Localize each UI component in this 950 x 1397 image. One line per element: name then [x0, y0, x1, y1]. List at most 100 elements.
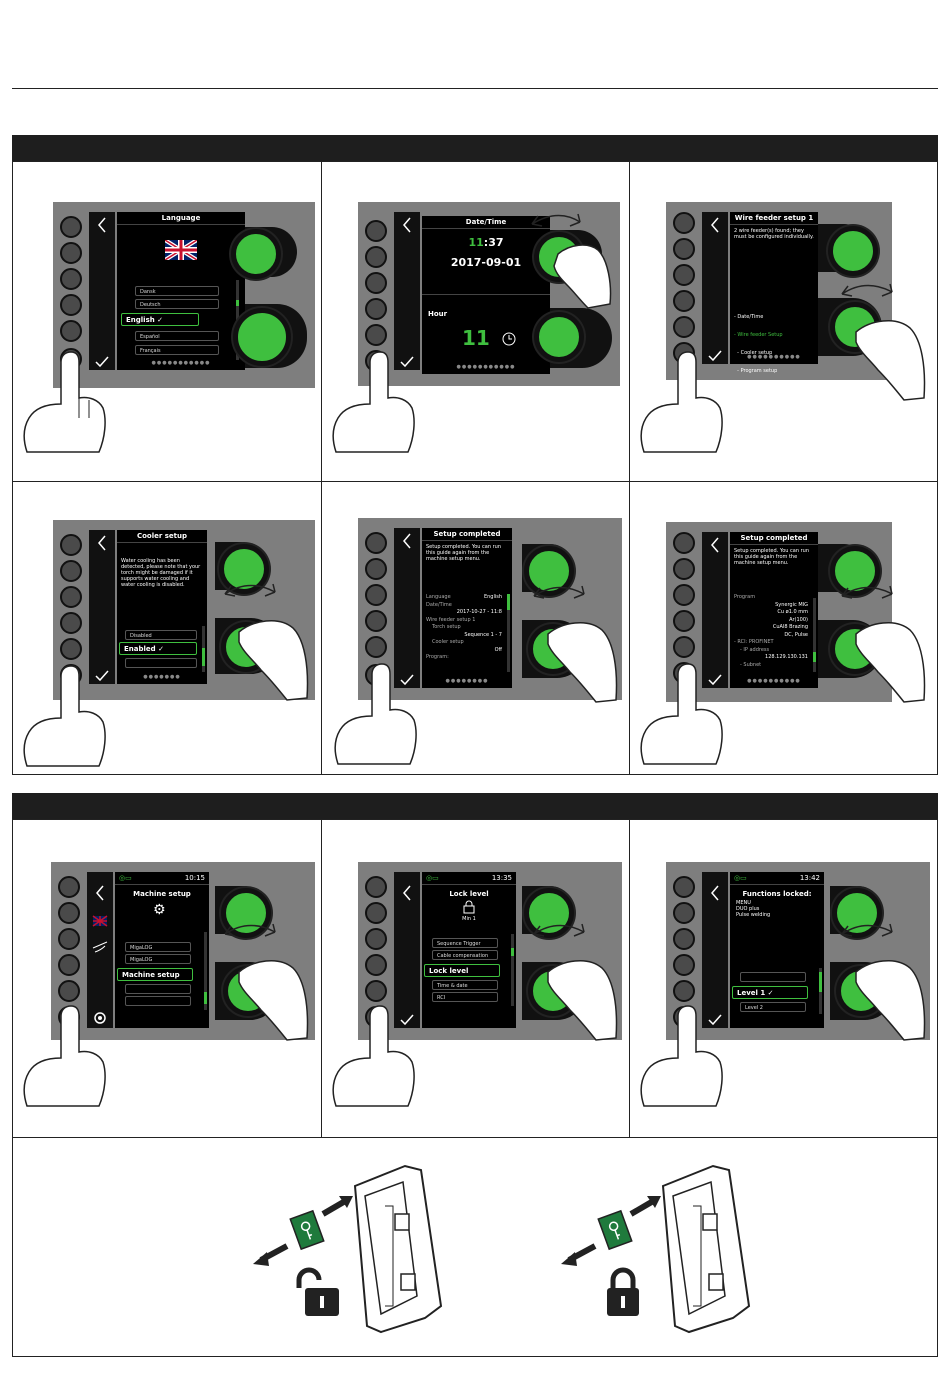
side-button[interactable]	[365, 610, 387, 632]
side-button[interactable]	[58, 954, 80, 976]
side-button[interactable]	[365, 220, 387, 242]
scrollbar[interactable]	[202, 626, 205, 672]
side-button[interactable]	[365, 636, 387, 658]
side-button[interactable]	[365, 324, 387, 346]
list-item[interactable]: Cable compensation	[432, 950, 498, 960]
scrollbar[interactable]	[507, 594, 510, 672]
softkey-strip	[89, 212, 115, 370]
page-dots: ●●●●●●●	[143, 674, 181, 680]
side-button[interactable]	[673, 290, 695, 312]
side-button[interactable]	[365, 876, 387, 898]
list-item[interactable]: Español	[135, 331, 219, 341]
clock-time: 13:35	[491, 874, 512, 882]
side-button[interactable]	[673, 584, 695, 606]
step-wirefeeder: Wire feeder setup 1 2 wire feeder(s) fou…	[630, 162, 937, 482]
step-setup-completed-1: Setup completed Setup completed. You can…	[322, 482, 630, 774]
back-icon	[708, 885, 722, 1026]
list-item-selected[interactable]: English ✓	[121, 313, 199, 326]
list-item[interactable]: Dansk	[135, 286, 219, 296]
list-item[interactable]: Time & date	[432, 980, 498, 990]
list-item[interactable]: Sequence Trigger	[432, 938, 498, 948]
side-button[interactable]	[365, 272, 387, 294]
side-button[interactable]	[60, 638, 82, 660]
top-knob[interactable]	[830, 546, 880, 596]
list-item[interactable]: Français	[135, 345, 219, 355]
main-knob[interactable]	[534, 312, 584, 362]
list-item-selected[interactable]: Lock level	[424, 964, 500, 977]
side-button[interactable]	[60, 294, 82, 316]
top-knob[interactable]	[832, 888, 882, 938]
side-button[interactable]	[60, 268, 82, 290]
main-knob[interactable]	[233, 308, 291, 366]
scrollbar[interactable]	[813, 598, 816, 672]
top-knob[interactable]	[828, 226, 878, 276]
side-button[interactable]	[365, 584, 387, 606]
list-item[interactable]	[740, 972, 806, 982]
scrollbar[interactable]	[511, 934, 514, 1006]
side-button[interactable]	[60, 534, 82, 556]
side-button[interactable]	[60, 216, 82, 238]
side-button[interactable]	[58, 876, 80, 898]
side-button[interactable]	[673, 316, 695, 338]
screen-title: Lock level	[449, 890, 489, 898]
side-button[interactable]	[60, 242, 82, 264]
side-button[interactable]	[673, 610, 695, 632]
side-button[interactable]	[673, 980, 695, 1002]
pointing-hand-icon	[332, 1005, 415, 1107]
side-button[interactable]	[60, 560, 82, 582]
list-item[interactable]: Deutsch	[135, 299, 219, 309]
key-card-icon	[289, 1209, 325, 1251]
list-item[interactable]: Level 2	[740, 1002, 806, 1012]
side-button[interactable]	[60, 612, 82, 634]
side-button[interactable]	[58, 980, 80, 1002]
step-functions-locked: ◎▭ 13:42 Functions locked: MENU DUO plus…	[630, 820, 937, 1138]
side-button[interactable]	[60, 320, 82, 342]
side-button[interactable]	[365, 902, 387, 924]
top-knob[interactable]	[231, 229, 281, 279]
list-item[interactable]: MigaLOG	[125, 942, 191, 952]
side-button[interactable]	[58, 928, 80, 950]
side-button[interactable]	[673, 928, 695, 950]
scrollbar[interactable]	[819, 968, 822, 1014]
side-button[interactable]	[673, 558, 695, 580]
side-button[interactable]	[673, 902, 695, 924]
list-item[interactable]: RCI	[432, 992, 498, 1002]
list-item[interactable]	[125, 984, 191, 994]
top-knob[interactable]	[524, 888, 574, 938]
scrollbar[interactable]	[204, 932, 207, 1010]
turning-hand-icon	[224, 583, 309, 701]
list-item-selected[interactable]: Enabled ✓	[119, 642, 197, 655]
side-button[interactable]	[365, 298, 387, 320]
side-button[interactable]	[673, 238, 695, 260]
screen-title: Setup completed	[730, 534, 818, 545]
side-button[interactable]	[673, 532, 695, 554]
side-button[interactable]	[673, 264, 695, 286]
side-button[interactable]	[673, 876, 695, 898]
step-lock-level: ◎▭ 13:35 Lock level Min 1 Sequence Trigg…	[322, 820, 630, 1138]
pointing-hand-icon	[23, 351, 106, 453]
step-datetime: Date/Time 11:37 2017-09-01 Hour 11 ●●●●●…	[322, 162, 630, 482]
softkey-strip	[89, 530, 115, 684]
side-button[interactable]	[365, 980, 387, 1002]
turning-hand-icon	[533, 923, 618, 1041]
list-item[interactable]: MigaLOG	[125, 954, 191, 964]
side-button[interactable]	[365, 558, 387, 580]
side-button[interactable]	[673, 636, 695, 658]
side-button[interactable]	[365, 954, 387, 976]
list-item-selected[interactable]: Level 1 ✓	[732, 986, 808, 999]
side-button[interactable]	[365, 246, 387, 268]
side-button[interactable]	[60, 586, 82, 608]
top-knob[interactable]	[221, 888, 271, 938]
list-item[interactable]: Disabled	[125, 630, 197, 640]
side-button[interactable]	[673, 954, 695, 976]
side-button[interactable]	[365, 928, 387, 950]
list-item[interactable]	[125, 996, 191, 1006]
list-item[interactable]	[125, 658, 197, 668]
side-button[interactable]	[365, 532, 387, 554]
message-text: Water cooling has been detected, please …	[121, 558, 201, 588]
screen-title: Setup completed	[422, 530, 512, 541]
side-button[interactable]	[58, 902, 80, 924]
list-item-selected[interactable]: Machine setup	[117, 968, 193, 981]
side-button[interactable]	[673, 212, 695, 234]
